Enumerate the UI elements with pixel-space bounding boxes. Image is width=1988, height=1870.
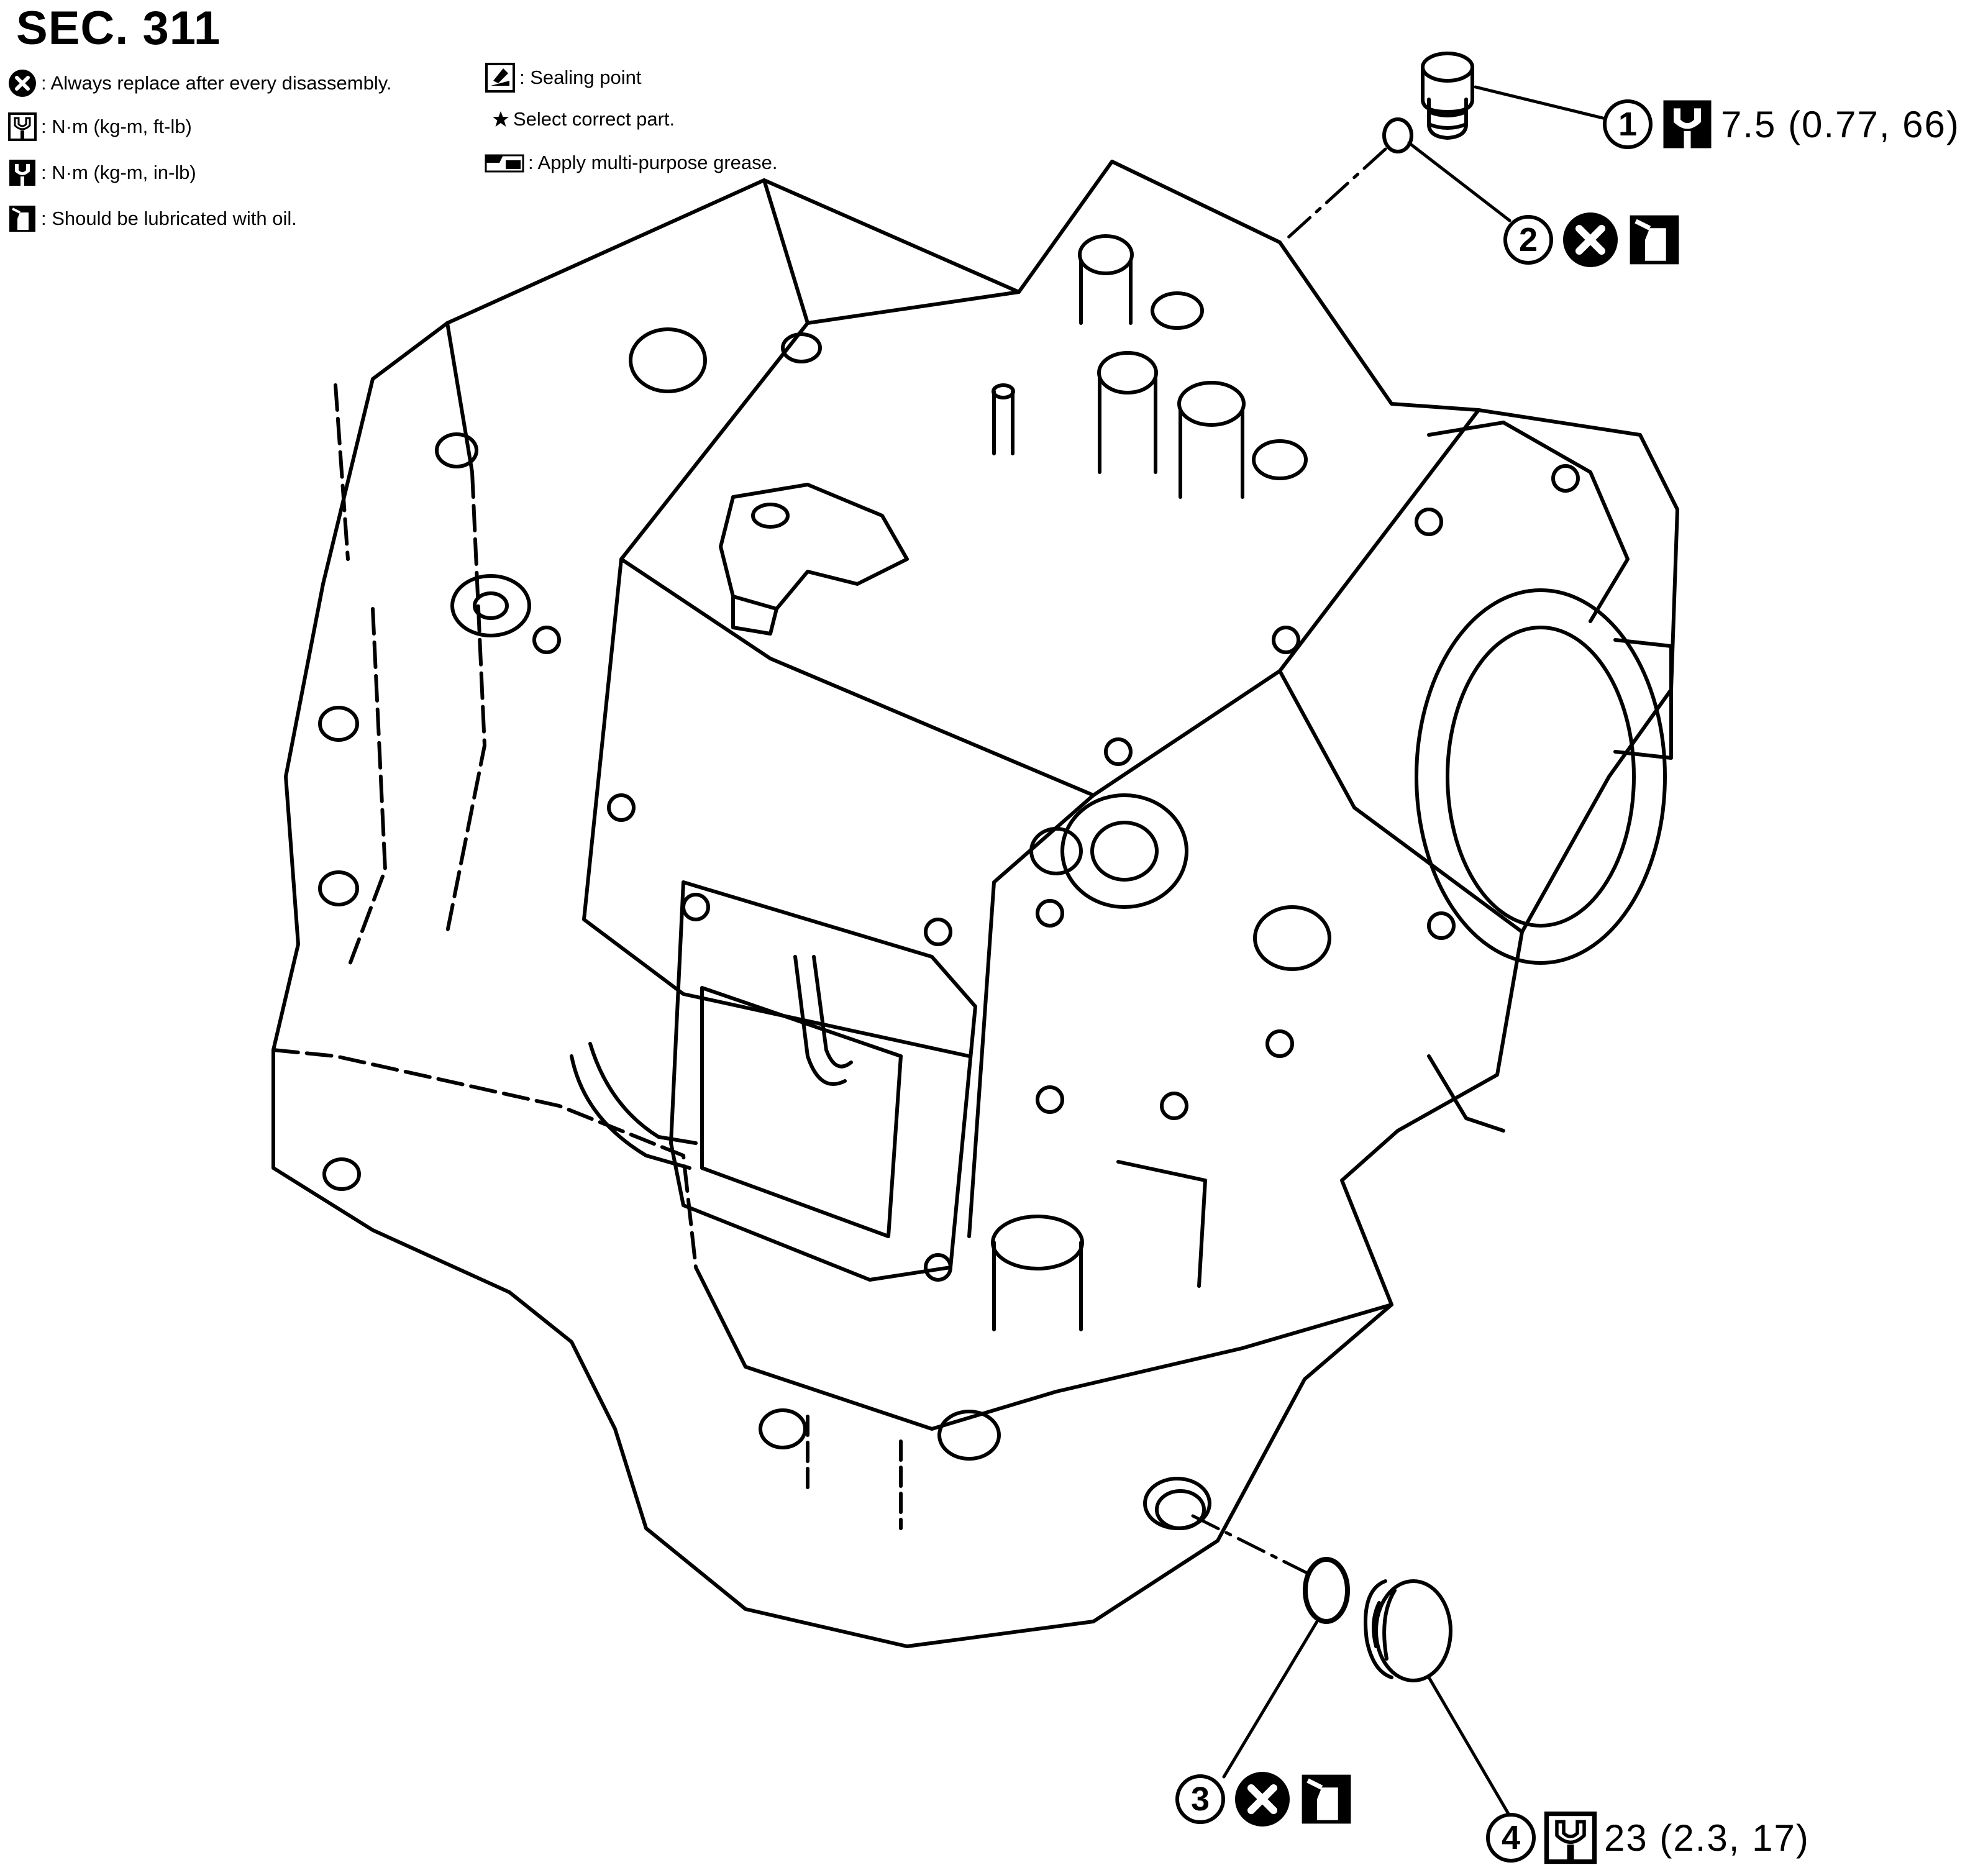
callout-1-torque: 7.5 (0.77, 66) xyxy=(1721,103,1960,145)
legend-torque-inlb-text: : N·m (kg-m, in-lb) xyxy=(41,162,196,183)
drain-port-inner xyxy=(1155,1489,1206,1530)
sealing-point-icon xyxy=(485,63,515,93)
oil-can-icon xyxy=(1630,215,1679,265)
plug-4 xyxy=(1364,1579,1452,1682)
callout-number-2-text: 2 xyxy=(1519,221,1538,258)
callout-4-torque: 23 (2.3, 17) xyxy=(1604,1817,1810,1859)
callout-number-1: 1 xyxy=(1603,99,1653,149)
torque-wrench-inlb-icon xyxy=(1663,100,1712,148)
replace-part-icon xyxy=(9,70,36,97)
alignment-line-top xyxy=(1281,147,1387,244)
legend-sealing: : Sealing point xyxy=(485,62,641,93)
torque-wrench-inlb-icon xyxy=(9,160,35,186)
callout-number-4-text: 4 xyxy=(1502,1819,1520,1856)
oil-can-icon xyxy=(1302,1774,1351,1824)
callout-number-3: 3 xyxy=(1175,1774,1225,1824)
o-ring-3 xyxy=(1303,1557,1350,1624)
legend-oil-text: : Should be lubricated with oil. xyxy=(41,208,297,229)
housing-ridge xyxy=(445,178,1524,1238)
legend-torque-ftlb: : N·m (kg-m, ft-lb) xyxy=(7,112,192,142)
grease-icon xyxy=(485,154,524,173)
cooler-pipe xyxy=(793,955,853,1086)
legend-grease: : Apply multi-purpose grease. xyxy=(485,152,778,174)
section-title: SEC. 311 xyxy=(16,2,221,55)
torque-wrench-ftlb-icon xyxy=(1544,1811,1597,1864)
housing-bosses xyxy=(318,327,822,1191)
bell-housing-edge xyxy=(271,383,698,1269)
lower-body xyxy=(694,1160,1393,1530)
replace-part-icon xyxy=(1563,212,1618,267)
alignment-line-bottom xyxy=(1191,1514,1313,1577)
callout-3: 3 xyxy=(1174,1769,1361,1829)
center-boss xyxy=(1029,793,1331,971)
leader-line-2 xyxy=(1407,141,1512,222)
shift-lever-pivot xyxy=(751,503,790,529)
replace-part-icon xyxy=(1235,1772,1290,1827)
legend-grease-text: : Apply multi-purpose grease. xyxy=(528,152,778,173)
legend-select-text: Select correct part. xyxy=(513,108,675,130)
leader-line-3 xyxy=(1222,1620,1319,1779)
top-cylinders xyxy=(992,234,1308,499)
oil-cooler xyxy=(669,880,977,1282)
legend-select: Select correct part. xyxy=(492,108,675,130)
legend-replace: : Always replace after every disassembly… xyxy=(7,68,392,98)
callout-4: 4 23 (2.3, 17) xyxy=(1485,1810,1810,1865)
callout-number-1-text: 1 xyxy=(1618,106,1637,143)
legend-replace-text: : Always replace after every disassembly… xyxy=(41,72,392,94)
callout-number-4: 4 xyxy=(1486,1813,1536,1863)
side-cover xyxy=(1415,421,1673,1133)
callout-number-3-text: 3 xyxy=(1191,1781,1210,1818)
legend-torque-ftlb-text: : N·m (kg-m, ft-lb) xyxy=(41,116,192,137)
legend-sealing-text: : Sealing point xyxy=(519,66,642,88)
callout-1: 1 7.5 (0.77, 66) xyxy=(1602,97,1960,152)
torque-wrench-ftlb-icon xyxy=(8,112,37,141)
star-icon xyxy=(493,111,509,127)
callout-2: 2 xyxy=(1502,210,1689,270)
shift-lever xyxy=(719,483,909,636)
oil-can-icon xyxy=(9,206,35,232)
oil-cooler-inner xyxy=(700,986,903,1238)
transaxle-housing-outline xyxy=(271,160,1679,1648)
leader-line-1 xyxy=(1474,85,1605,120)
legend-torque-inlb: : N·m (kg-m, in-lb) xyxy=(7,158,196,188)
o-ring-2 xyxy=(1382,117,1413,153)
plug-1 xyxy=(1421,52,1474,140)
leader-line-4 xyxy=(1427,1676,1518,1828)
hose xyxy=(570,1042,698,1170)
legend-oil: : Should be lubricated with oil. xyxy=(7,204,297,234)
bolt-heads xyxy=(532,464,1580,1282)
callout-number-2: 2 xyxy=(1503,215,1553,265)
